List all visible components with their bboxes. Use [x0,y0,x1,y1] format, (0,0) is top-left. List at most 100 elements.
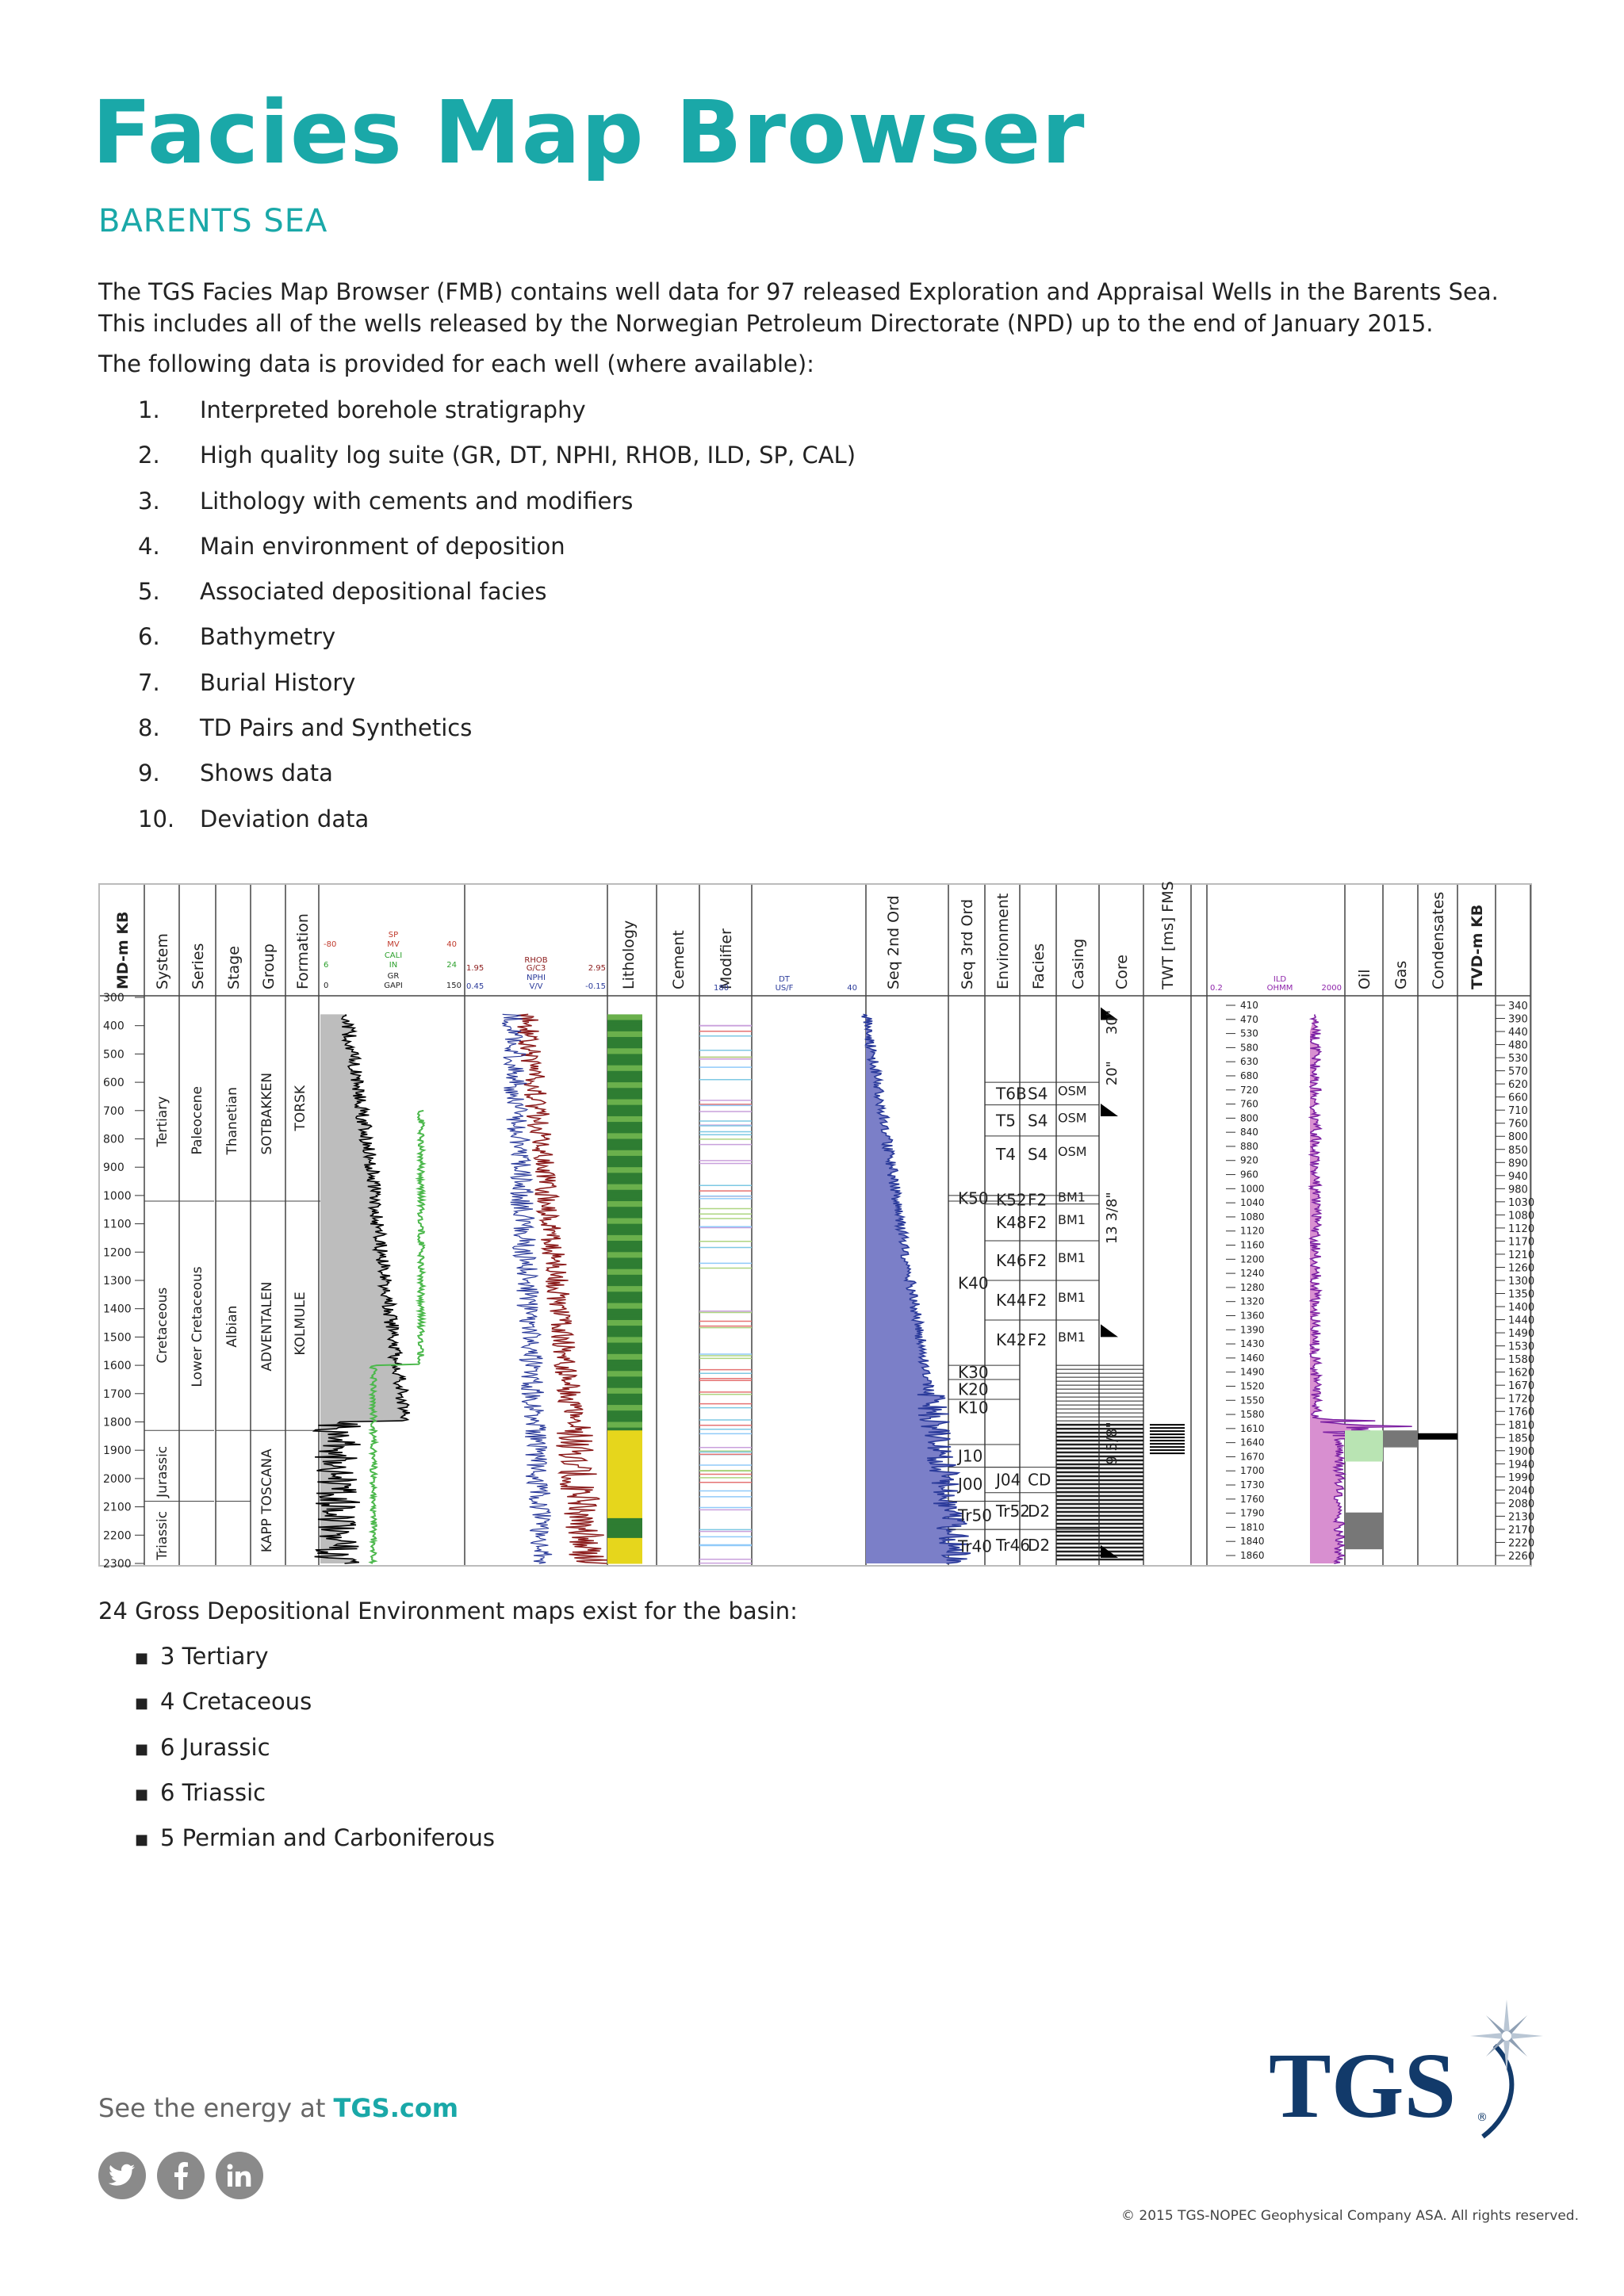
casing-label: 9 5/8" [1104,1422,1120,1464]
twitter-icon[interactable] [98,2152,146,2199]
column-header: Stage [225,946,243,989]
curve-label: IN [389,961,397,970]
lithology-band [607,1099,642,1103]
lithology-band [607,1261,642,1265]
md-tick-label: 1000 [103,1190,132,1203]
twt-tick-label: 1550 [1240,1395,1265,1406]
twt-tick-label: 1200 [1240,1253,1265,1265]
lithology-band [607,1537,642,1541]
lithology-band [607,1113,642,1117]
lithology-band [607,1079,642,1083]
tvd-tick-label: 570 [1508,1066,1528,1078]
dt-curve [861,1013,971,1564]
page-subtitle: BARENTS SEA [98,203,328,239]
md-tick-label: 1900 [103,1445,132,1457]
md-tick-label: 400 [103,1020,124,1033]
formation-label: TORSK [293,1085,308,1131]
lithology-band [607,1452,642,1456]
tvd-tick-label: 1120 [1508,1223,1534,1235]
lithology-band [607,1150,642,1154]
md-tick-label: 2300 [103,1558,132,1571]
maps-lead: 24 Gross Depositional Environment maps e… [98,1598,798,1624]
linkedin-icon[interactable] [216,2152,263,2199]
lithology-band [607,1215,642,1219]
column-header: Condensates [1430,892,1447,989]
dt-fill [861,1014,971,1563]
lithology-band [607,1272,642,1276]
md-tick-label: 700 [103,1105,124,1118]
curve-label: US/F [776,984,794,993]
tvd-tick-label: 1530 [1508,1341,1534,1353]
lithology-band [607,1269,642,1272]
facies-label: BM1 [1058,1330,1086,1345]
oil-show [1345,1512,1383,1550]
seq3-label: Tr52 [995,1502,1030,1521]
twt-tick-label: 1640 [1240,1437,1265,1448]
lithology-band [607,1319,642,1324]
lithology-band [607,1557,642,1561]
lithology-band [607,1153,642,1157]
lithology-band [607,1430,642,1434]
tvd-tick-label: 2080 [1508,1498,1534,1510]
lithology-band [607,1043,642,1047]
tvd-tick-label: 2260 [1508,1551,1534,1563]
lithology-band [607,1535,642,1539]
tvd-tick-label: 1260 [1508,1262,1534,1274]
tgs-link[interactable]: TGS.com [333,2093,459,2123]
environment-label: F2 [1028,1190,1047,1209]
casing-label: 20" [1104,1061,1120,1085]
environment-label: F2 [1028,1330,1047,1349]
curve-label: SP [389,931,398,939]
lithology-band [607,1447,642,1451]
twt-tick-label: 1000 [1240,1183,1265,1194]
lithology-band [607,1314,642,1318]
md-tick-label: 2100 [103,1502,132,1514]
lithology-band [607,1461,642,1465]
data-list-lead: The following data is provided for each … [98,350,814,377]
rhob-curve [516,1013,607,1564]
environment-label: D2 [1028,1536,1050,1555]
lithology-band [607,1050,642,1054]
environment-label: F2 [1028,1291,1047,1310]
maps-list: ■3 Tertiary ■4 Cretaceous ■6 Jurassic ■6… [135,1643,495,1869]
seq2-label: Tr40 [957,1537,992,1556]
lithology-band [607,1555,642,1559]
lithology-band [607,1379,642,1383]
curve-label: GR [388,972,400,981]
group-label: KAPP TOSCANA [259,1448,275,1552]
lithology-band [607,1028,642,1032]
tvd-tick-label: 1210 [1508,1249,1534,1261]
lithology-band [607,1155,642,1159]
column-header: Oil [1356,969,1373,989]
system-label: Tertiary [155,1096,170,1148]
lithology-band [607,1385,642,1389]
curve-label: 0.45 [466,982,484,991]
twt-tick-label: 1120 [1240,1226,1265,1237]
facebook-icon[interactable] [157,2152,205,2199]
lithology-band [607,1521,642,1525]
md-tick-label: 1600 [103,1360,132,1372]
lithology-band [607,1441,642,1445]
facies-label: OSM [1058,1110,1087,1125]
column-header: Modifier [718,928,735,989]
twt-tick-label: 720 [1240,1085,1258,1096]
curve-label: 150 [446,982,462,990]
lithology-band [607,1438,642,1442]
tvd-tick-label: 480 [1508,1040,1528,1052]
seq3-label: K42 [996,1330,1027,1349]
lithology-band [607,1413,642,1417]
facies-label: OSM [1058,1083,1087,1098]
tvd-tick-label: 940 [1508,1171,1528,1183]
tgs-logo: TGS ® [1269,1998,1554,2141]
lithology-band [607,1464,642,1468]
lithology-band [607,1189,642,1193]
md-tick-label: 1100 [103,1219,132,1231]
tvd-tick-label: 1030 [1508,1197,1534,1209]
lithology-band [607,1348,642,1352]
lithology-band [607,1498,642,1502]
md-tick-label: 1400 [103,1303,132,1316]
lithology-band [607,1470,642,1474]
lithology-band [607,1286,642,1290]
lithology-band [607,1517,642,1521]
lithology-band [607,1158,642,1162]
